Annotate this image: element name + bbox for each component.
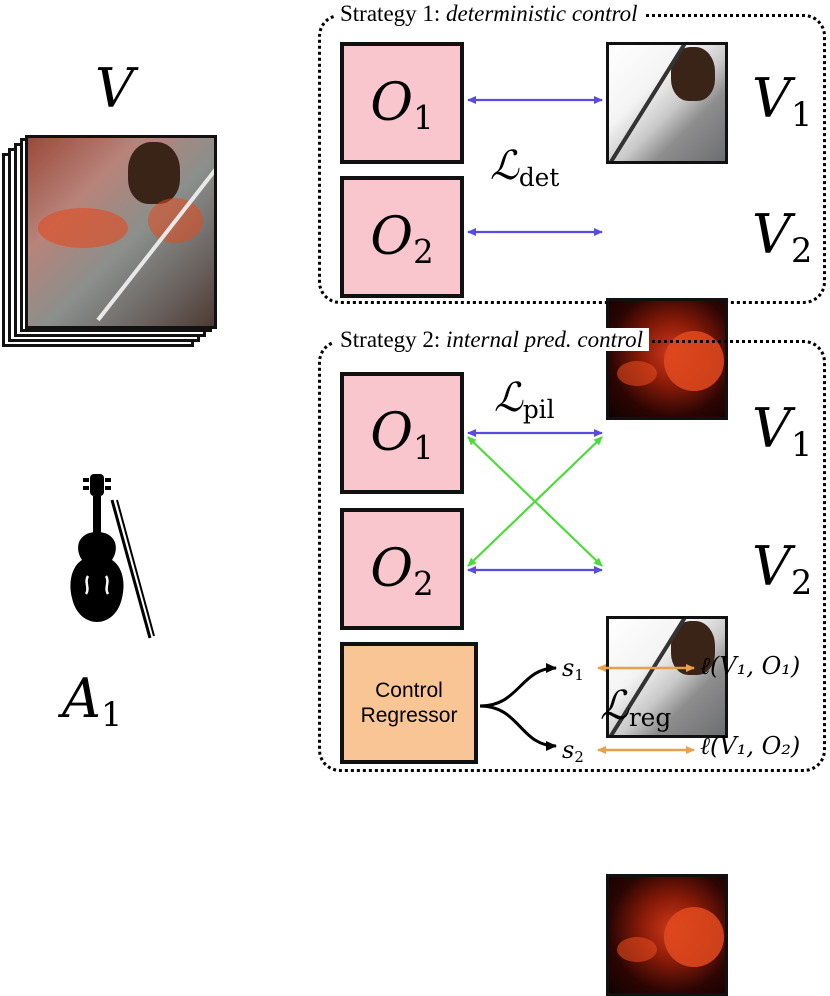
strategy1-output-o1: O1 [340, 42, 464, 164]
violin-icon [70, 474, 155, 639]
strategy2-output-o1: O1 [340, 372, 464, 494]
s2-label: s2 [562, 736, 584, 767]
regressor-fork-lower [479, 704, 557, 751]
control-regressor-box: Control Regressor [340, 642, 478, 764]
s1-label: s1 [562, 654, 584, 685]
strategy2-output-o2: O2 [340, 508, 464, 630]
strategy1-video-v1-thumbnail [606, 42, 728, 164]
strategy2-title: Strategy 2: internal pred. control [334, 328, 650, 351]
audio-label: A1 [62, 667, 123, 735]
regressor-fork-upper [479, 663, 557, 708]
strategy1-loss-label: ℒdet [490, 143, 560, 192]
strategy1-v1-label: V1 [752, 67, 813, 135]
strategy2-video-v2-thumbnail [606, 874, 728, 996]
ell-v1-o1-label: ℓ(V₁, O₁) [700, 652, 801, 680]
strategy2-loss-pil-label: ℒpil [494, 375, 555, 424]
loss-reg-label: ℒreg [600, 683, 672, 732]
strategy1-v2-label: V2 [752, 203, 813, 271]
strategy1-output-o2: O2 [340, 176, 464, 298]
strategy2-video-v1-thumbnail [606, 616, 728, 738]
strategy1-title: Strategy 1: deterministic control [334, 2, 644, 25]
strategy2-v2-label: V2 [752, 535, 813, 603]
strategy2-v1-label: V1 [752, 397, 813, 465]
video-stack-icon [0, 135, 217, 350]
s2-arrow-o2-v1 [467, 436, 603, 567]
video-label: V [95, 57, 134, 120]
arrows-layer [467, 96, 695, 754]
ell-v1-o2-label: ℓ(V₁, O₂) [700, 732, 801, 760]
